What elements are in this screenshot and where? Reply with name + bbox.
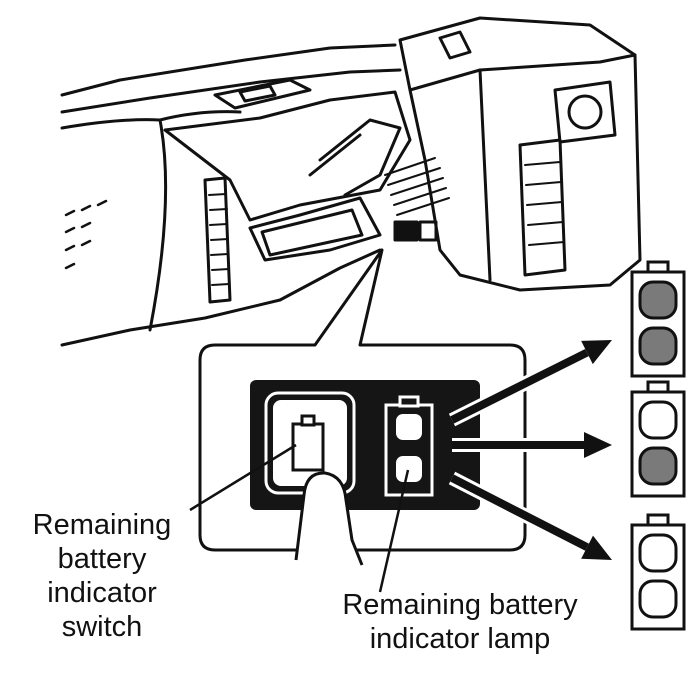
battery-state-2 bbox=[630, 380, 686, 498]
lamp-label-line-1: Remaining battery bbox=[342, 589, 578, 621]
lamp-leader-line bbox=[378, 469, 410, 593]
lamp-2-1 bbox=[638, 400, 678, 440]
finger bbox=[294, 471, 364, 566]
lamp-label-line-2: indicator lamp bbox=[369, 623, 551, 655]
indicator-states bbox=[630, 260, 686, 631]
switch-label-line-2: battery bbox=[57, 543, 147, 575]
switch-label-line-4: switch bbox=[61, 611, 143, 643]
indicator-switch bbox=[264, 391, 356, 495]
battery-state-3 bbox=[630, 513, 686, 631]
lamp-label: Remaining battery indicator lamp bbox=[285, 588, 635, 656]
power-tool-illustration bbox=[60, 16, 642, 347]
lamp-1-1 bbox=[638, 280, 678, 320]
state-arrow-1 bbox=[448, 340, 612, 427]
nose-vents bbox=[64, 199, 108, 270]
state-arrow-2 bbox=[452, 432, 612, 458]
switch-label: Remaining battery indicator switch bbox=[4, 508, 200, 644]
battery-state-1 bbox=[630, 260, 686, 378]
lamp-2-2 bbox=[638, 446, 678, 486]
lamp-3-1 bbox=[638, 533, 678, 573]
switch-label-line-3: indicator bbox=[47, 577, 157, 609]
switch-label-line-1: Remaining bbox=[32, 509, 172, 541]
switch-leader-line bbox=[189, 443, 297, 512]
lamp-3-2 bbox=[638, 579, 678, 619]
indicator-lamp-pair bbox=[384, 395, 434, 497]
state-arrows bbox=[448, 340, 612, 560]
state-arrow-3 bbox=[448, 471, 612, 560]
lamp-1-2 bbox=[638, 326, 678, 366]
